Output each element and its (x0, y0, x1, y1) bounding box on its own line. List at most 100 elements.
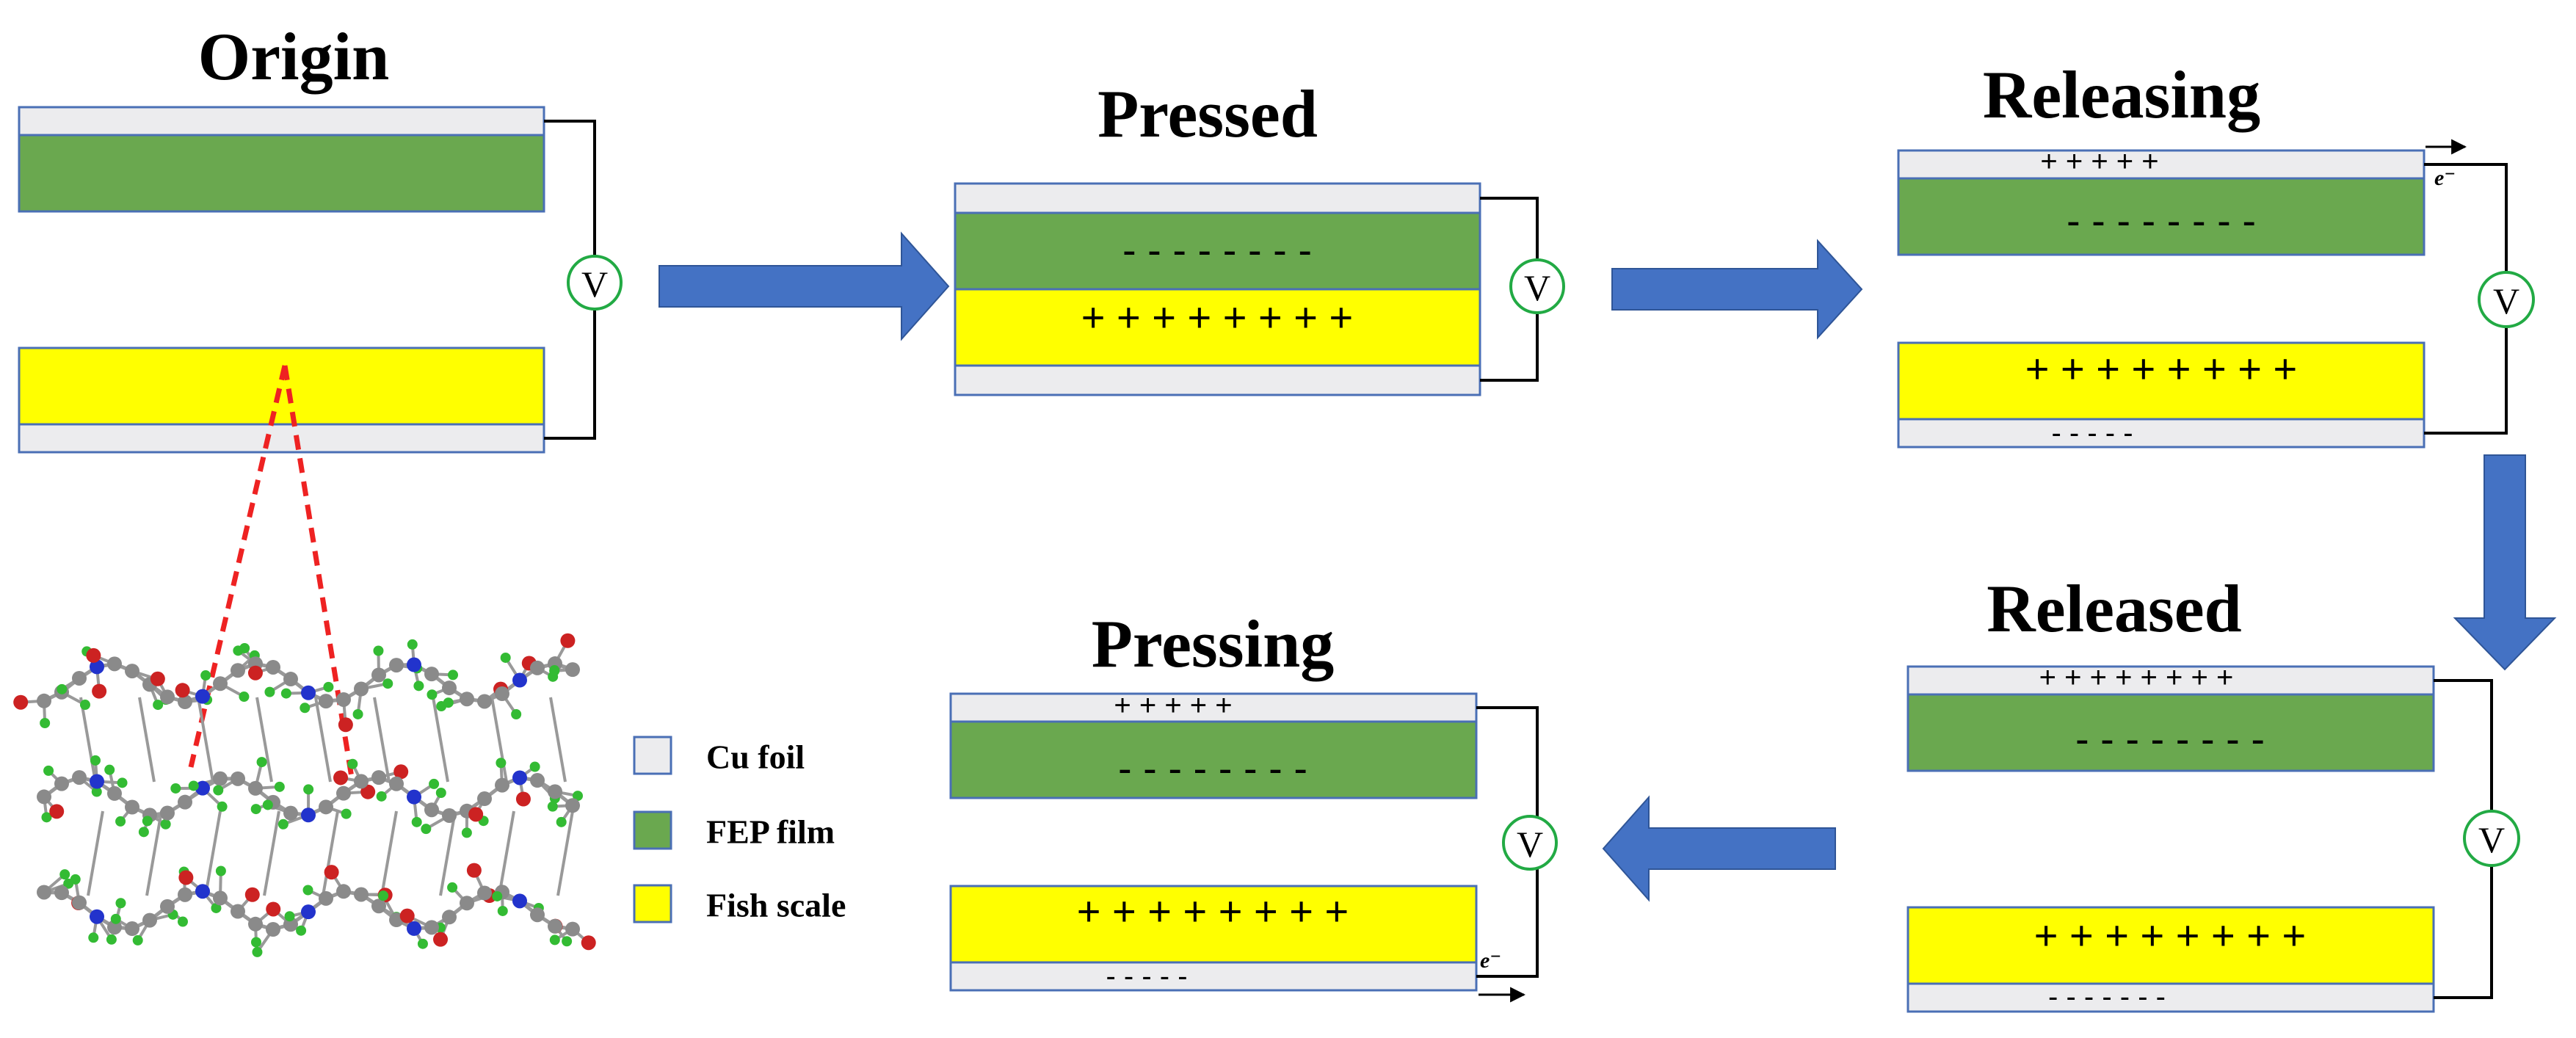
hydrogen-atom (43, 765, 54, 776)
hydrogen-atom (115, 816, 126, 827)
pressing-stage: Pressing + + + + + - - - - - - - - + + +… (949, 606, 1558, 1003)
carbon-atom (72, 670, 87, 686)
carbon-atom (530, 907, 545, 923)
oxygen-atom (175, 683, 190, 698)
hydrogen-atom (79, 700, 90, 711)
carbon-atom (424, 920, 439, 935)
carbon-atom (213, 890, 228, 906)
hydrogen-atom (421, 824, 432, 835)
flow-arrows (658, 231, 2557, 902)
molecular-structure-image (13, 633, 596, 957)
carbon-atom (565, 662, 580, 678)
carbon-atom (37, 693, 51, 708)
carbon-atom (37, 885, 51, 900)
legend-label-fish-scale: Fish scale (706, 887, 846, 924)
pressing-voltmeter-label: V (1517, 824, 1543, 865)
oxygen-atom (466, 863, 482, 878)
carbon-atom (248, 916, 263, 932)
hydrogen-atom (239, 642, 250, 653)
hydrogen-atom (284, 911, 295, 922)
hydrogen-atom (443, 697, 454, 708)
carbon-atom (178, 694, 192, 709)
hydrogen-atom (200, 670, 211, 681)
hydrogen-atom (497, 905, 508, 916)
hydrogen-atom (117, 777, 128, 788)
oxygen-atom (247, 665, 263, 680)
pressing-cu-bottom-charges: - - - - - (1106, 960, 1187, 992)
pressed-cu-foil-top (954, 182, 1481, 214)
hydrogen-atom (413, 680, 424, 692)
hydrogen-atom (373, 645, 384, 656)
carbon-atom (72, 895, 87, 910)
hydrogen-atom (177, 916, 188, 927)
hydrogen-atom (215, 865, 226, 877)
carbon-atom (477, 694, 492, 709)
releasing-fish-scale (1897, 341, 2426, 421)
pressing-fish-scale (949, 885, 1478, 964)
hydrogen-atom (435, 787, 446, 798)
hydrogen-atom (500, 652, 511, 663)
releasing-fep-film (1897, 177, 2426, 256)
hydrogen-atom (104, 764, 115, 775)
releasing-fep-charges: - - - - - - - - (2067, 197, 2256, 244)
carbon-atom (107, 785, 122, 801)
hydrogen-atom (59, 869, 70, 880)
carbon-atom (389, 776, 404, 791)
pressing-title: Pressing (1092, 606, 1335, 681)
hydrogen-atom (511, 708, 522, 719)
pressed-wire-bottom (1480, 314, 1539, 382)
oxygen-atom (92, 683, 107, 699)
hydrogen-atom (280, 688, 291, 699)
carbon-atom (442, 680, 457, 696)
released-cu-top-charges: + + + + + + + + (2039, 661, 2234, 694)
hydrogen-atom (547, 801, 558, 812)
hydrogen-atom (132, 934, 143, 946)
hydrogen-atom (562, 936, 573, 947)
carbon-atom (54, 885, 69, 901)
carbon-atom (389, 658, 404, 673)
arrow-pressed-to-releasing (1611, 239, 1863, 340)
nitrogen-atom (90, 909, 104, 924)
carbon-atom (354, 774, 369, 789)
carbon-atom (54, 776, 69, 791)
hydrogen-atom (461, 827, 472, 838)
carbon-atom (319, 890, 333, 906)
pressing-fep-film (949, 720, 1478, 799)
carbon-atom (125, 921, 139, 937)
hydrogen-atom (411, 816, 422, 827)
nitrogen-atom (512, 893, 527, 909)
releasing-cu-foil-top (1897, 149, 2426, 180)
oxygen-atom (360, 784, 376, 799)
arrow-releasing-to-released (2453, 454, 2557, 671)
hydrogen-atom (572, 791, 583, 802)
hydrogen-atom (262, 799, 273, 810)
origin-title: Origin (198, 19, 390, 94)
carbon-atom (266, 659, 280, 675)
carbon-atom (283, 805, 298, 821)
carbon-atom (371, 899, 386, 914)
hydrogen-atom (170, 783, 181, 794)
hydrogen-atom (57, 683, 68, 694)
carbon-atom (477, 791, 492, 807)
oxygen-atom (433, 932, 449, 947)
hydrogen-atom (323, 681, 334, 692)
carbon-atom (160, 805, 175, 821)
legend-label-cu-foil: Cu foil (706, 738, 805, 776)
releasing-voltmeter-label: V (2493, 280, 2519, 322)
hydrogen-atom (142, 816, 153, 827)
hydrogen-atom (256, 757, 267, 768)
hydrogen-atom (264, 686, 275, 697)
carbon-atom (319, 694, 333, 709)
carbon-atom (460, 896, 474, 911)
nitrogen-atom (407, 921, 421, 936)
oxygen-atom (324, 865, 339, 880)
hydrogen-atom (138, 827, 149, 838)
pressed-voltmeter-label: V (1524, 267, 1550, 308)
nitrogen-atom (407, 789, 421, 805)
carbon-atom (266, 921, 280, 937)
origin-fish-scale (18, 346, 545, 426)
carbon-atom (424, 667, 439, 682)
carbon-atom (477, 885, 492, 901)
carbon-atom (336, 785, 351, 801)
hydrogen-atom (88, 932, 99, 943)
